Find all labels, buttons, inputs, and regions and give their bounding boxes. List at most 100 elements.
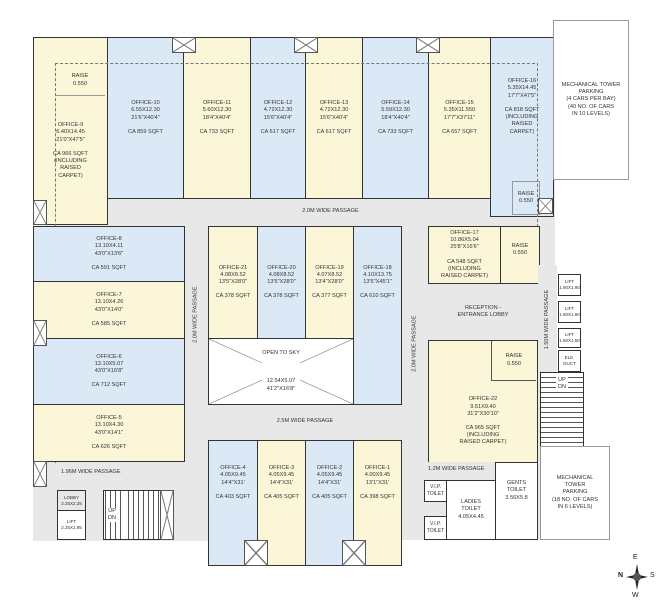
vip-toilet-1[interactable]: V.I.P.TOILET: [424, 480, 447, 502]
shaft-bottom-2: [342, 540, 366, 566]
room-label-line: 0.550: [507, 360, 521, 367]
room-label-line: [262, 371, 300, 378]
passage-mid: 2.5M WIDE PASSAGE: [208, 404, 402, 440]
room-label-line: CA 398 SQFT: [360, 493, 395, 500]
room-label-line: DN: [557, 384, 567, 391]
room-label-line: OFFICE-21: [218, 264, 248, 271]
room-label-line: 13.10X4.26: [94, 299, 124, 306]
room-label-line: OFFICE-20: [267, 264, 296, 271]
room-label-line: PARKING: [562, 489, 588, 496]
room-label-line: 4.72X12.30: [263, 107, 293, 114]
room-label-line: 1.96M WIDE PASSAGE: [61, 469, 121, 475]
room-label: 2.0M WIDE PASSAGE: [192, 287, 199, 343]
room-label-line: (18 NO. OF CARS: [551, 496, 598, 503]
room-label: 2.0M WIDE PASSAGE: [411, 316, 418, 372]
room-label-line: RAISED CARPET): [441, 272, 488, 279]
room-label-line: OFFICE-12: [263, 100, 293, 107]
room-label-line: 15'6"X40'4": [263, 114, 293, 121]
room-label-line: 13'5"X45'1": [363, 279, 392, 285]
shaft-stair: [160, 490, 174, 540]
room-label-line: 6.40X14.45: [56, 129, 85, 136]
shaft-left-1: [33, 200, 47, 225]
room-label-line: RAISE: [517, 190, 535, 197]
room-label-line: OFFICE-18: [363, 264, 392, 271]
room-label-line: 18'4"X40'4": [202, 114, 232, 121]
room-label: 1.2M WIDE PASSAGE: [428, 466, 484, 473]
room-label-line: (INCLUDING: [448, 265, 481, 272]
room-label-line: OPEN TO SKY: [262, 350, 300, 357]
room-label-line: 4.08X8.52: [268, 271, 295, 278]
room-label-line: CA 818 SQFT: [504, 106, 540, 113]
room-label-line: OFFICE-14: [381, 100, 410, 107]
room-label-line: [262, 357, 300, 364]
room-label-line: V.I.P.: [429, 520, 442, 527]
room-label-line: 43'0"X14'0": [94, 306, 124, 313]
room-label-line: LIFT: [564, 279, 575, 284]
room-label-line: 2.5M WIDE PASSAGE: [276, 418, 334, 425]
room-label-line: 14'4"X31': [221, 479, 245, 486]
room-label-line: 0.550: [73, 80, 87, 87]
room-label-line: 1.50M WIDE PASSAGE: [543, 290, 550, 350]
room-label-line: CARPET): [58, 172, 83, 179]
room-label-line: CA 626 SQFT: [91, 443, 127, 450]
room-label-line: V.I.P.: [429, 483, 442, 490]
dashed-line-top: [55, 63, 535, 64]
room-label-line: 4.07X8.52: [316, 271, 343, 278]
room-label-line: (INCLUDING: [466, 432, 500, 439]
room-label-line: CA 610 SQFT: [360, 293, 395, 300]
vip-toilet-2[interactable]: V.I.P.TOILET: [424, 516, 447, 540]
room-label-line: 1.90X1.90: [559, 285, 580, 290]
room-label-line: CA 733 SQFT: [378, 128, 413, 135]
room-label-line: IN 6 LEVELS): [557, 503, 593, 510]
room-label-line: CA 377 SQFT: [312, 293, 347, 300]
room-label-line: 13.10X5.07: [94, 360, 124, 367]
room-label-line: DUCT: [563, 361, 576, 366]
shaft-left-3: [33, 461, 47, 487]
room-label-line: 21'0"X47'5": [56, 136, 85, 143]
room-label-line: LOBBY: [63, 494, 79, 500]
passage-1-50m: 1.50M WIDE PASSAGE: [538, 265, 557, 375]
compass-north: N: [618, 572, 624, 579]
room-label-line: CA 378 SQFT: [215, 293, 251, 300]
room-label-line: 4.10X13.75: [363, 271, 392, 278]
room-label-line: TOILET: [461, 506, 481, 513]
room-label-line: 4.00X9.45: [364, 472, 391, 479]
room-label-line: 4.05X4.45: [458, 513, 484, 520]
shaft-top-1: [172, 37, 196, 53]
room-label-line: LADIES: [461, 499, 481, 506]
room-label-line: LIFT: [564, 306, 575, 311]
room-label-line: RECEPTION -: [464, 304, 502, 311]
room-label-line: 0.550: [513, 250, 527, 256]
room-label-line: 13'5"X28'0": [218, 279, 248, 285]
room-label-line: RAISED: [511, 121, 533, 128]
room-label-line: ELE.: [564, 355, 575, 360]
room-label-line: CA 657 SQFT: [442, 128, 477, 135]
room-label-line: RAISE: [71, 73, 89, 80]
room-label-line: DN: [108, 515, 117, 521]
